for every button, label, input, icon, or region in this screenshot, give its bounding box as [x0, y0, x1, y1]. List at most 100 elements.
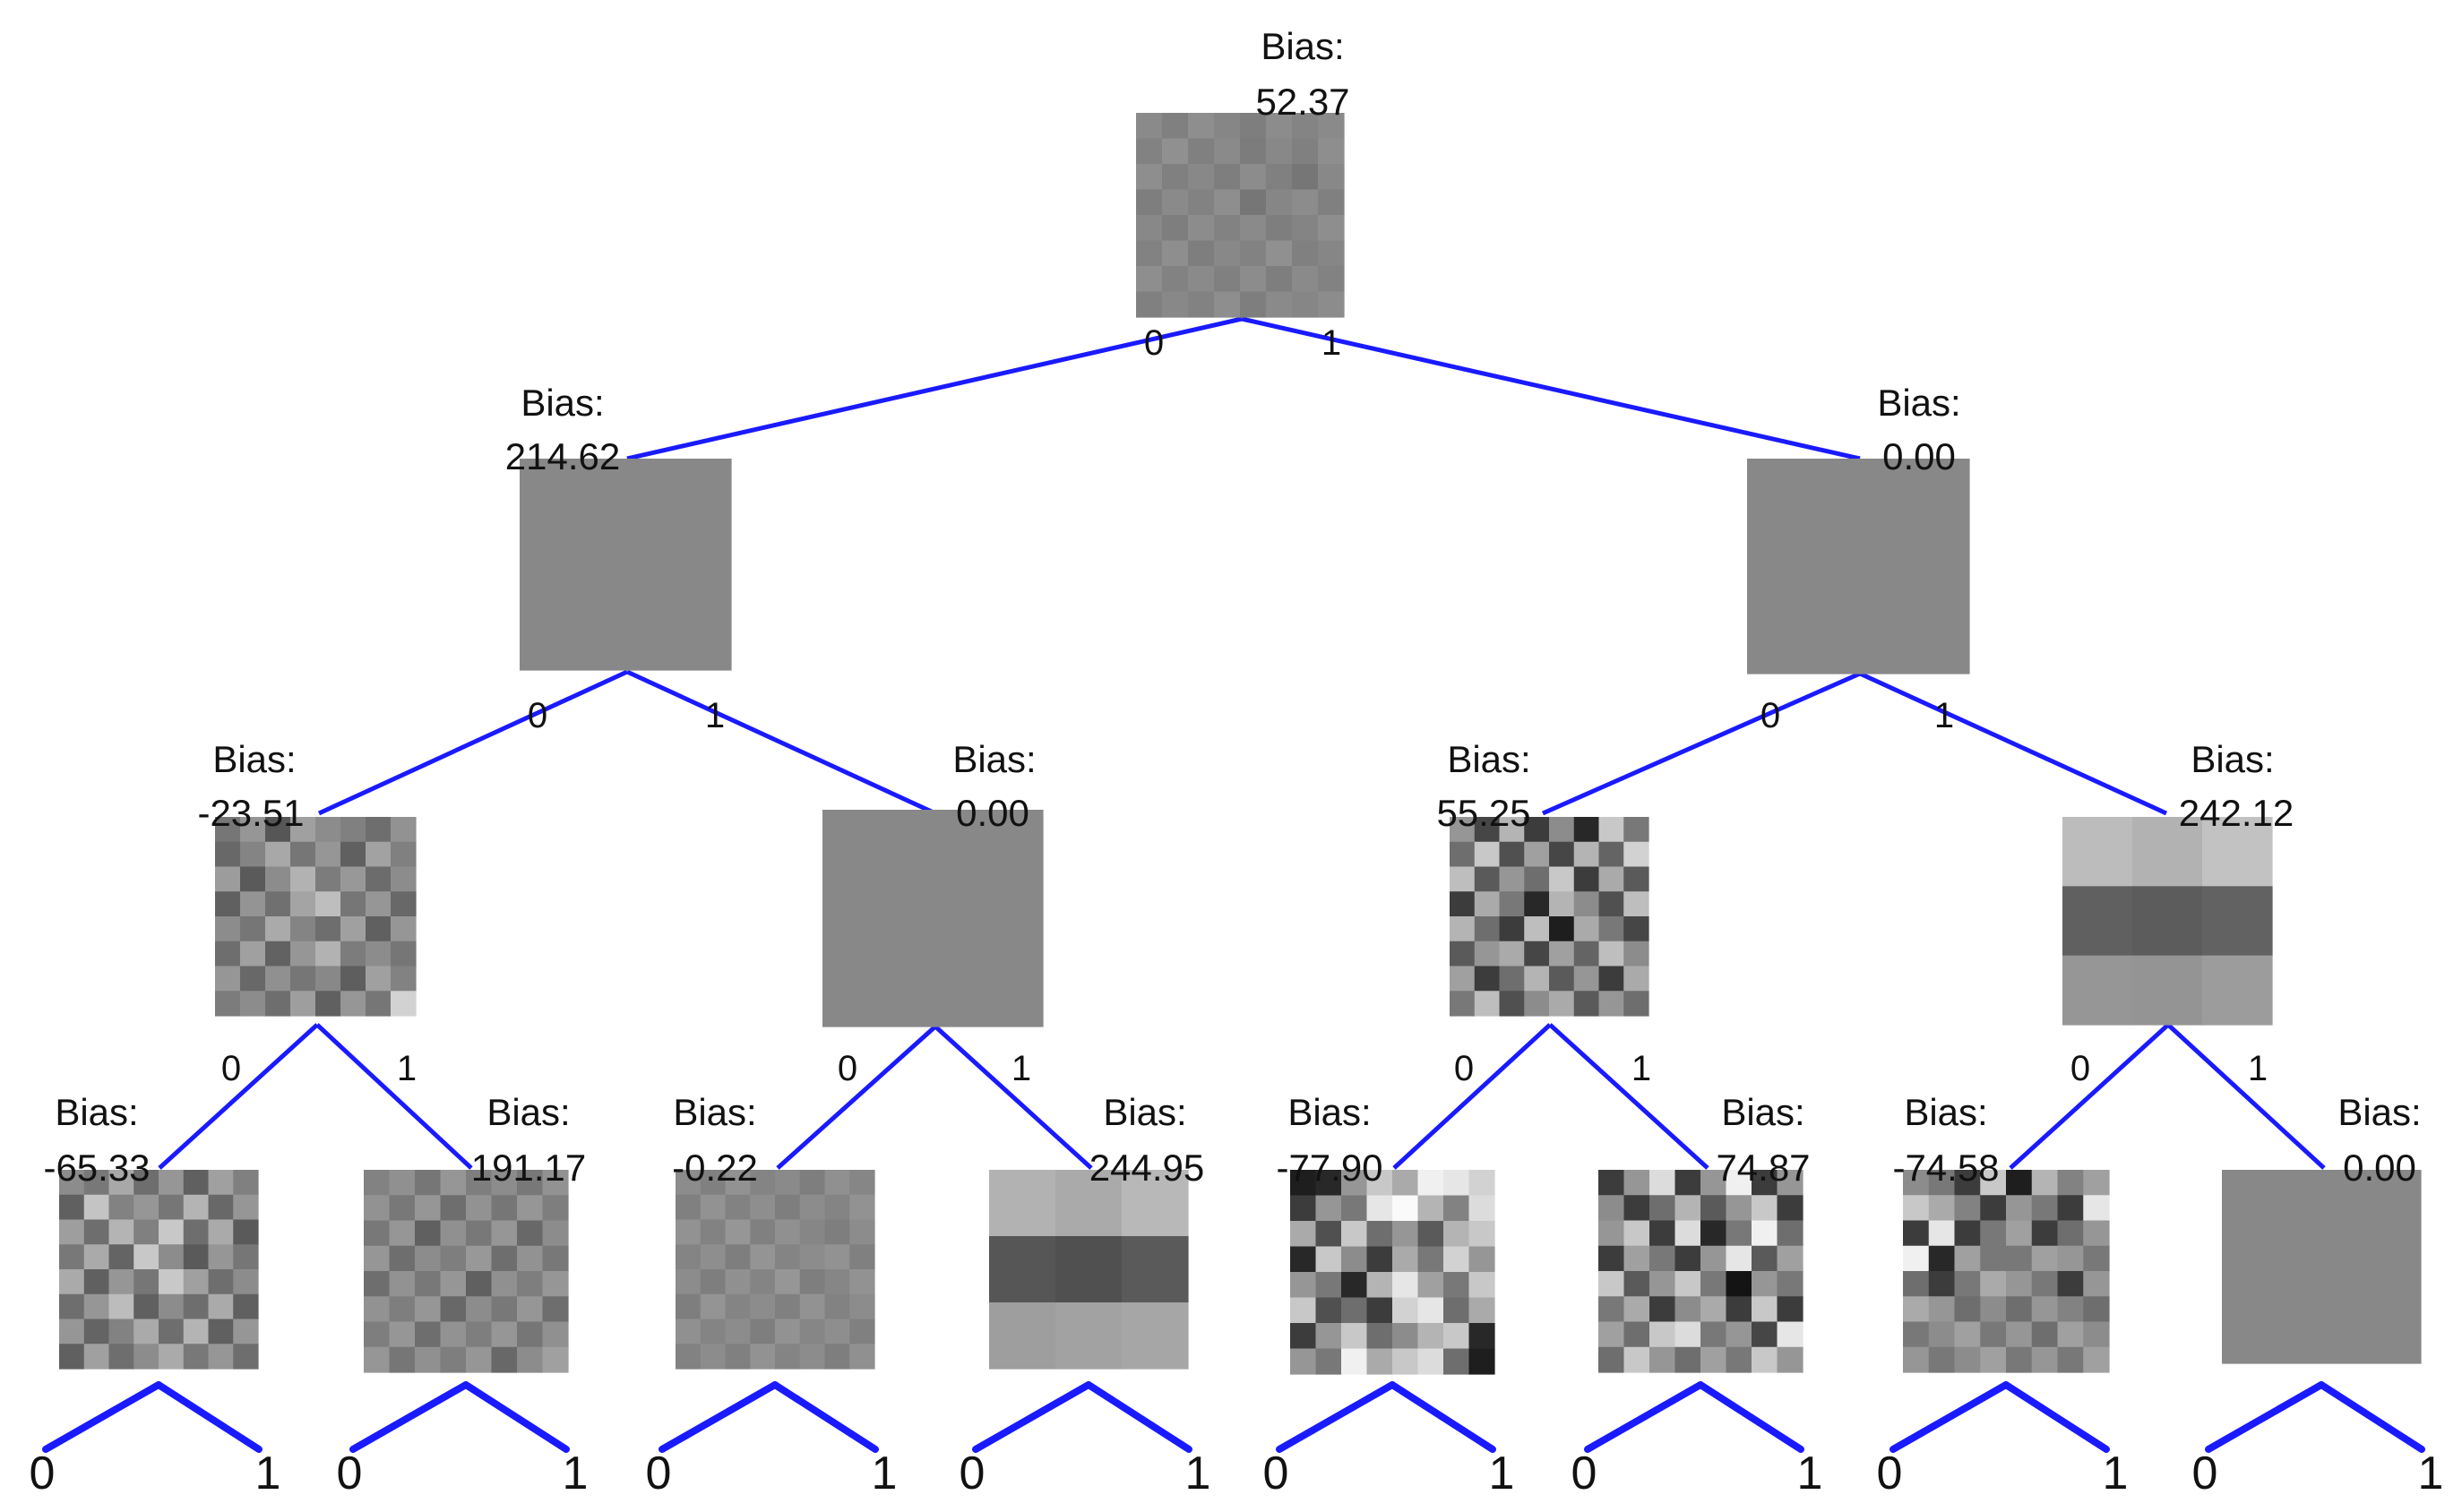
weight-cell [1674, 1321, 1701, 1348]
weight-cell [1468, 1195, 1495, 1222]
weight-cell [1573, 991, 1600, 1017]
weight-cell [1752, 1195, 1778, 1222]
weight-cell [1726, 1296, 1752, 1323]
weight-cell [59, 1319, 85, 1344]
weight-cell [1417, 1272, 1444, 1299]
weight-cell [215, 966, 241, 992]
weight-cell [1392, 1221, 1419, 1248]
weight-cell [340, 817, 366, 843]
weight-cell [265, 866, 291, 892]
leaf-label-0-n11: 0 [1263, 1448, 1289, 1499]
weight-cell [1777, 1245, 1803, 1272]
bias-value-n11: -77.90 [1276, 1147, 1382, 1189]
weight-cell [1266, 215, 1293, 242]
weight-cell [775, 1244, 801, 1270]
weight-cell [1318, 164, 1345, 191]
weight-cell [1499, 841, 1525, 868]
weight-cell [2083, 1220, 2110, 1247]
leaf-label-1-n8: 1 [563, 1448, 589, 1499]
weight-cell [1122, 1302, 1189, 1370]
weight-cell [440, 1195, 467, 1222]
weight-cell [265, 991, 291, 1017]
weight-cell [1366, 1297, 1393, 1324]
weight-cell [1903, 1220, 1930, 1247]
weight-cell [1954, 1271, 1981, 1297]
leaf-label-0-n7: 0 [30, 1448, 56, 1499]
branch-label-n2-0: 0 [1760, 696, 1780, 735]
weight-cell [1341, 1195, 1368, 1222]
weight-cell [1598, 1346, 1625, 1373]
weight-cell [1366, 1323, 1393, 1350]
weight-cell [1549, 916, 1575, 942]
weight-cell [1980, 1245, 2007, 1272]
weight-cell [415, 1346, 442, 1373]
weight-cell [750, 1293, 776, 1320]
weight-cell [1443, 1272, 1470, 1299]
weight-cell [391, 941, 417, 967]
weight-cell [676, 1344, 702, 1370]
weight-cell [1928, 1271, 1956, 1297]
weight-cell [290, 891, 316, 917]
bias-value-n7: -65.33 [43, 1147, 150, 1189]
weight-cell [700, 1194, 727, 1221]
leaf-label-0-n8: 0 [337, 1448, 363, 1499]
weight-cell [491, 1170, 518, 1196]
bias-label-n2: Bias: [1877, 382, 1960, 424]
weight-cell [1649, 1271, 1676, 1297]
weight-cell [1266, 138, 1293, 165]
weight-cell [2057, 1195, 2084, 1222]
weight-cell [1549, 841, 1575, 868]
weight-cell [2083, 1321, 2110, 1348]
weight-cell [2083, 1195, 2110, 1222]
bias-value-n5: 55.25 [1436, 792, 1530, 834]
weight-cell [1240, 240, 1267, 267]
weight-cell [183, 1293, 210, 1320]
weight-cell [108, 1194, 134, 1221]
weight-cell [2202, 817, 2273, 887]
weight-cell [1549, 817, 1575, 843]
weight-cell [1290, 1323, 1317, 1350]
weight-cell [2132, 817, 2203, 887]
tree-edge-n5-n11 [1392, 1023, 1552, 1170]
weight-cell [1341, 1170, 1368, 1197]
tree-node-n12 [1598, 1170, 1803, 1373]
weight-cell [1777, 1346, 1803, 1373]
weight-cell [1366, 1348, 1393, 1375]
weight-cell [1499, 916, 1525, 942]
weight-cell [240, 866, 266, 892]
weight-cell [133, 1319, 159, 1344]
weight-cell [215, 941, 241, 967]
weight-cell [159, 1194, 185, 1221]
weight-cell [1674, 1220, 1701, 1247]
weight-cell [1341, 1246, 1368, 1273]
bias-label-n12: Bias: [1721, 1091, 1804, 1133]
tree-edge-n3-n8 [315, 1023, 473, 1170]
weight-cell [366, 841, 392, 868]
weight-cell [389, 1170, 416, 1196]
weight-cell [1499, 817, 1525, 843]
weight-cell [676, 1269, 702, 1295]
weight-cell [1649, 1220, 1676, 1247]
weight-cell [676, 1219, 702, 1245]
weight-cell [1980, 1271, 2007, 1297]
weight-cell [491, 1346, 518, 1373]
weight-cell [440, 1245, 467, 1272]
weight-cell [1290, 1246, 1317, 1273]
weight-cell [1726, 1170, 1752, 1196]
leaf-branch-1-n7 [155, 1381, 263, 1453]
weight-cell [1188, 215, 1215, 242]
leaf-label-0-n12: 0 [1571, 1448, 1597, 1499]
leaf-branch-0-n7 [42, 1381, 162, 1453]
weight-cell [1674, 1296, 1701, 1323]
weight-cell [315, 891, 341, 917]
weight-cell [775, 1344, 801, 1370]
weight-cell [824, 1344, 850, 1370]
leaf-branch-0-n8 [349, 1381, 469, 1453]
weight-cell [750, 1244, 776, 1270]
weight-cell [1726, 1245, 1752, 1272]
weight-cell [1598, 1296, 1625, 1323]
weight-cell [1777, 1170, 1803, 1196]
weight-cell [440, 1220, 467, 1247]
weight-cell [233, 1219, 259, 1245]
weight-cell [1649, 1170, 1676, 1196]
